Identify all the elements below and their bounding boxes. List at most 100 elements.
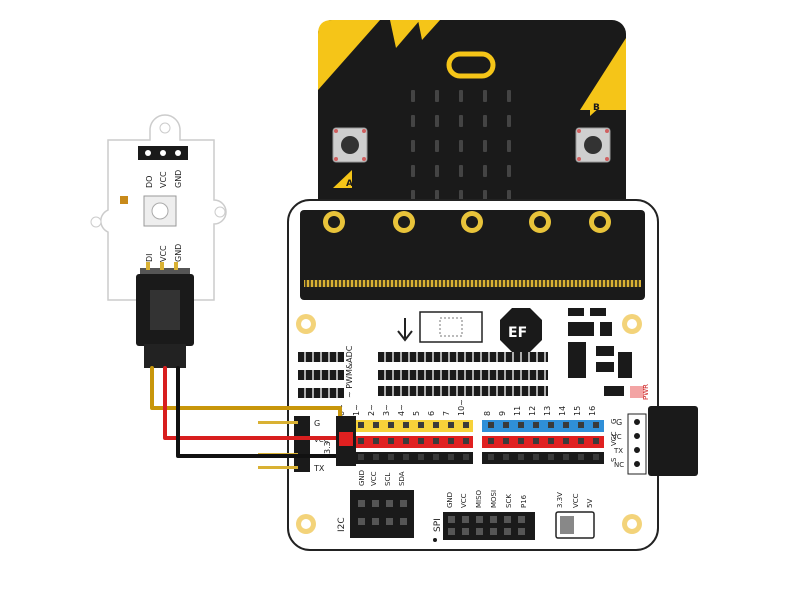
header-pin <box>578 454 584 460</box>
button-b[interactable]: B <box>575 98 611 163</box>
pin-label: 1~ <box>352 404 361 416</box>
led-top-vcc: VCC <box>159 171 168 188</box>
edge-contacts <box>304 280 641 287</box>
uart-right-g: G <box>616 418 622 427</box>
spi-pin <box>490 528 497 535</box>
header-pin <box>533 454 539 460</box>
row-label-3v3: 3.3 <box>323 441 332 454</box>
i2c-pin <box>358 500 365 507</box>
button-a[interactable]: A <box>332 127 368 189</box>
header-pin <box>358 438 364 444</box>
row-label-s: S <box>610 457 618 462</box>
i2c-title: I2C <box>337 517 347 532</box>
spi-header: SPI GND VCC MISO MOSI SCK P16 <box>433 489 535 542</box>
pin-label: 16 <box>588 406 597 416</box>
mounting-holes <box>296 314 642 534</box>
pin-label: 7 <box>442 411 451 416</box>
header-pin <box>518 438 524 444</box>
pin-label: 11 <box>513 406 522 416</box>
edge-connector-slot <box>300 210 645 300</box>
pwm-adc-label: ~ PWM&ADC <box>345 345 354 398</box>
pwr-label: PWR <box>642 384 650 400</box>
microbit-outline-icon <box>419 311 483 343</box>
switch-label-vcc: VCC <box>572 493 580 508</box>
spi-pin <box>462 516 469 523</box>
header-pin <box>518 422 524 428</box>
power-led <box>630 386 644 398</box>
microbit-board: A B <box>318 20 626 250</box>
i2c-pin-scl: SCL <box>384 473 392 486</box>
uart-right-vc: VC <box>612 433 622 441</box>
header-pin <box>388 422 394 428</box>
led-bottom-gnd: GND <box>174 244 183 262</box>
switch-label-5v: 5V <box>586 499 594 508</box>
pin-label: 6 <box>427 411 436 416</box>
i2c-header: I2C GND VCC SCL SDA <box>337 470 414 538</box>
uart-connector-right: G VC TX NC <box>612 406 698 476</box>
header-pin <box>593 438 599 444</box>
spi-pin <box>490 516 497 523</box>
i2c-pin <box>372 518 379 525</box>
wires <box>150 366 352 458</box>
smd-components <box>568 308 632 396</box>
pin-label: 10~ <box>457 399 466 416</box>
led-top-gnd: GND <box>174 170 183 188</box>
header-pin <box>578 438 584 444</box>
pin-label: 2~ <box>367 404 376 416</box>
row-label-g: G <box>610 419 618 424</box>
header-pin <box>548 438 554 444</box>
row-label-vcc: VCC <box>610 431 618 446</box>
button-a-label: A <box>346 179 353 189</box>
resistor-arrays <box>298 352 548 398</box>
i2c-pin-sda: SDA <box>398 471 406 486</box>
header-pin <box>488 438 494 444</box>
uart-right-tx: TX <box>613 447 623 455</box>
header-pin <box>563 422 569 428</box>
pin-label: 12 <box>528 406 537 416</box>
header-pin <box>418 422 424 428</box>
led-bottom-vcc: VCC <box>159 245 168 262</box>
header-pin <box>463 422 469 428</box>
header-pin <box>403 422 409 428</box>
power-switch[interactable]: 3.3V VCC 5V <box>555 492 595 539</box>
header-pin <box>488 454 494 460</box>
header-pin <box>388 438 394 444</box>
header-pin <box>463 454 469 460</box>
i2c-pin <box>386 518 393 525</box>
header-pin <box>548 454 554 460</box>
i2c-pin <box>358 518 365 525</box>
header-pin <box>448 438 454 444</box>
header-pin <box>563 454 569 460</box>
pin-label: 4~ <box>397 404 406 416</box>
spi-pin <box>448 528 455 535</box>
header-pin <box>593 422 599 428</box>
header-pin <box>388 454 394 460</box>
header-pin <box>463 438 469 444</box>
header-pin <box>373 438 379 444</box>
button-b-label: B <box>593 103 600 113</box>
header-pin <box>593 454 599 460</box>
wire-power <box>163 366 348 440</box>
i2c-pin <box>400 518 407 525</box>
brand-logo: EF <box>500 308 542 352</box>
spi-pin <box>462 528 469 535</box>
spi-pin-miso: MISO <box>475 489 483 508</box>
header-pin <box>433 422 439 428</box>
header-pin <box>373 422 379 428</box>
pin-label: 3~ <box>382 404 391 416</box>
header-pin <box>503 422 509 428</box>
yellow-stripe-right <box>580 38 626 110</box>
header-pin <box>518 454 524 460</box>
wire-signal <box>150 366 342 424</box>
uart-g-label: G <box>314 419 320 428</box>
header-pin <box>448 422 454 428</box>
spi-pin-mosi: MOSI <box>490 490 498 508</box>
header-pin <box>418 454 424 460</box>
spi-pin <box>504 516 511 523</box>
spi-pin-p16: P16 <box>520 494 528 508</box>
insert-arrow-icon <box>397 318 413 342</box>
pin-label: 15 <box>573 406 582 416</box>
spi-pin <box>476 528 483 535</box>
